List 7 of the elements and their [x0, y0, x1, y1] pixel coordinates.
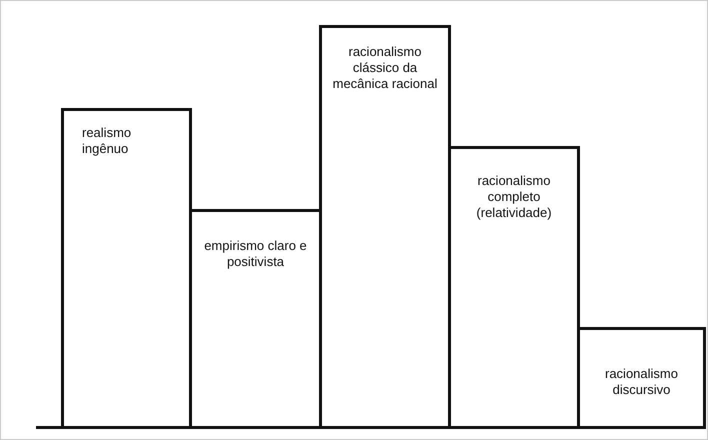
profile-bar — [61, 108, 192, 429]
bar-label: racionalismo discursivo — [604, 366, 679, 398]
profile-bar — [577, 327, 706, 429]
bar-label: empirismo claro e positivista — [203, 238, 308, 270]
bar-label: realismo ingênuo — [82, 125, 132, 157]
bar-label: racionalismo clássico da mecânica racional — [332, 44, 438, 92]
bar-label: racionalismo completo (relatividade) — [475, 173, 553, 221]
